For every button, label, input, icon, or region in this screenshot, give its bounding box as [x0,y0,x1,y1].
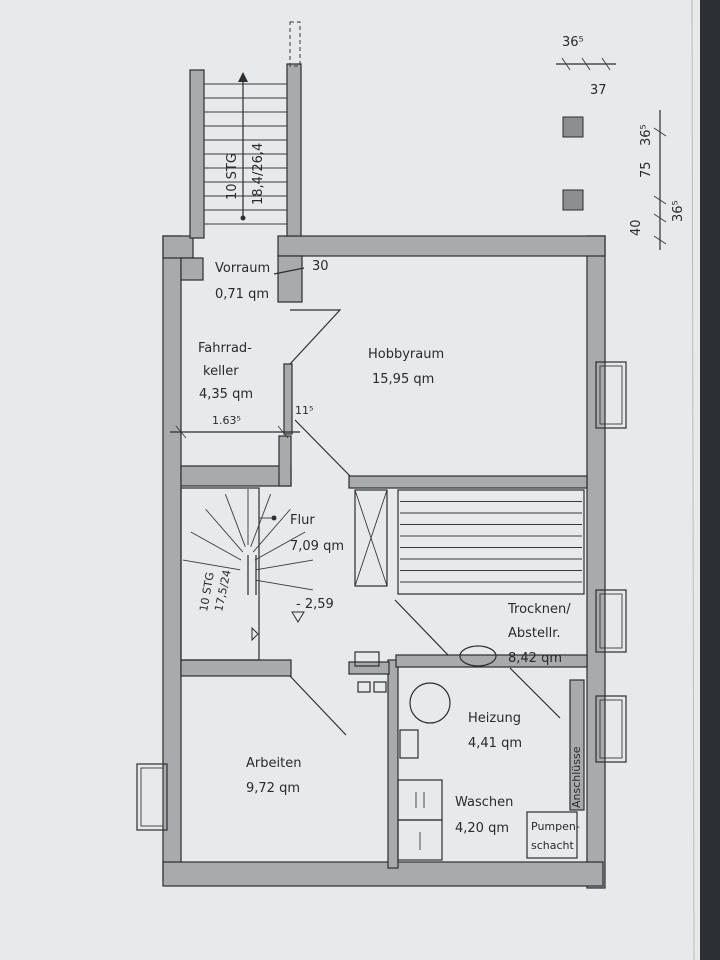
vorraum-name: Vorraum [215,261,270,276]
drawing-line [205,508,244,553]
heizung-area: 4,41 qm [468,736,522,751]
legend-365-c: 36⁵ [671,200,686,222]
door-swing-heizung [509,667,561,719]
pumpenschacht-2: schacht [531,839,575,852]
drawing-line [182,559,241,571]
level-mark: - 2,59 [296,597,334,612]
door-swing-hobbyraum [294,419,351,477]
connections-strip [569,679,585,811]
drawing-line [190,531,242,561]
legend-40: 40 [629,219,644,236]
flur-area: 7,09 qm [290,539,344,554]
hobbyraum-area: 15,95 qm [372,372,434,387]
drawing-line [255,559,314,571]
waschen-area: 4,20 qm [455,821,509,836]
arbeiten-area: 9,72 qm [246,781,300,796]
fahrradkeller-area: 4,35 qm [199,387,253,402]
inner-staircase [180,487,314,661]
flur-name: Flur [290,513,315,528]
legend-75: 75 [639,161,654,178]
dim-30: 30 [312,259,329,274]
washing-machines [397,779,443,861]
windows [136,361,627,831]
dim-11: 11⁵ [295,404,313,417]
hobbyraum-name: Hobbyraum [368,347,444,362]
trocknen-name-2: Abstellr. [508,626,561,641]
anschluesse-label: Anschlüsse [570,746,583,808]
door-swing-arbeiten [289,675,347,736]
waschen-name: Waschen [455,795,513,810]
right-page-edge [691,0,695,960]
drawing-line [252,508,291,553]
trocknen-area: 8,42 qm [508,651,562,666]
vorraum-area: 0,71 qm [215,287,269,302]
dimension-lines [170,267,305,623]
outer-stair-ratio: 18,4/26,4 [251,143,266,205]
dimension-legend [556,57,667,250]
door-swing-trocknen [394,599,449,656]
pump-shaft-box [526,811,578,859]
fahrradkeller-name-2: keller [203,364,239,379]
outer-walls [162,235,606,889]
shaft-x [354,489,388,587]
legend-365-a: 36⁵ [562,35,584,50]
fahrradkeller-dim: 1.63⁵ [212,414,241,427]
drawing-line [225,494,246,547]
pumpenschacht-1: Pumpen- [531,820,580,833]
arbeiten-name: Arbeiten [246,756,301,771]
drying-racks [397,489,585,595]
legend-37: 37 [590,83,607,98]
heizung-name: Heizung [468,711,521,726]
trocknen-name-1: Trocknen/ [507,602,571,617]
door-swing-fahrradkeller [289,309,342,365]
drawing-line [254,531,306,561]
drawing-line [255,579,314,591]
outer-staircase [189,21,302,239]
right-shadow [700,0,720,960]
legend-365-b: 36⁵ [639,124,654,146]
outer-stair-steps: 10 STG [225,153,240,200]
drawing-line [250,494,271,547]
fahrradkeller-name-1: Fahrrad- [198,341,252,356]
heating-fixtures [354,645,497,759]
interior-walls [180,255,588,869]
